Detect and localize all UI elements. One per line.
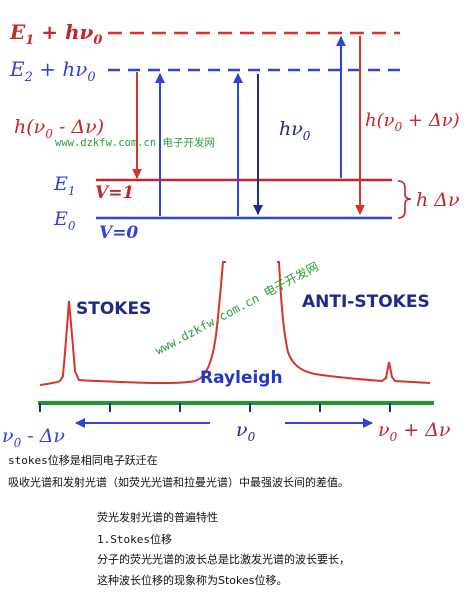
label-rayleigh-energy: hν0 (279, 118, 311, 143)
label-v1: V=1 (95, 183, 134, 203)
label-e2-virtual: E2 + hν0 (9, 57, 96, 85)
caption-line-5: 分子的荧光光谱的波长总是比激发光谱的波长要长， (97, 553, 350, 566)
caption-line-4: 1.Stokes位移 (97, 533, 172, 546)
axis-label-left: ν0 - Δν (2, 425, 65, 448)
label-stokes-energy: h(ν0 - Δν) (14, 116, 104, 141)
caption-line-1: stokes位移是相同电子跃迁在 (8, 454, 158, 467)
label-v0: V=0 (99, 223, 138, 243)
raman-energy-diagram: E1 + hν0 E2 + hν0 E1 E0 V=1 V=0 h(ν0 - Δ… (2, 20, 460, 448)
watermark-rotated: www.dzkfw.com.cn 电子开发网 (152, 259, 320, 358)
caption-line-3: 荧光发射光谱的普遍特性 (97, 511, 218, 524)
caption-line-2: 吸收光谱和发射光谱（如荧光光谱和拉曼光谱）中最强波长间的差值。 (8, 476, 349, 489)
axis-label-center: ν0 (236, 419, 256, 444)
label-rayleigh: Rayleigh (200, 368, 283, 388)
label-e1-virtual: E1 + hν0 (9, 20, 102, 48)
label-e0-state: E0 (53, 208, 76, 233)
label-level-gap: h Δν (416, 189, 460, 211)
spectrum-curve (39, 261, 431, 386)
level-gap-brace (397, 180, 412, 219)
label-antistokes-energy: h(ν0 + Δν) (365, 110, 460, 134)
label-e1-state: E1 (53, 173, 76, 198)
caption-line-6: 这种波长位移的现象称为Stokes位移。 (97, 574, 288, 587)
watermark-top: www.dzkfw.com.cn 电子开发网 (55, 136, 215, 149)
label-stokes: STOKES (76, 299, 151, 319)
label-antistokes: ANTI-STOKES (302, 292, 430, 312)
axis-label-right: ν0 + Δν (378, 419, 451, 444)
